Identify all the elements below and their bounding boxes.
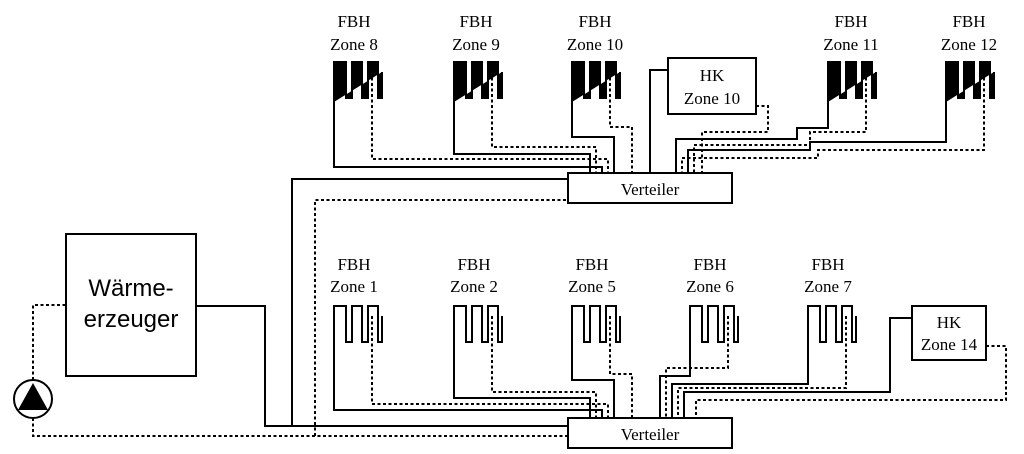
floor-heating-coils-bottom [333, 305, 857, 347]
zone-bottom-5-label: Zone 7 [804, 277, 852, 296]
zone-top-2-type: FBH [459, 12, 492, 31]
zone-bottom-1-label: Zone 1 [330, 277, 378, 296]
zone-bottom-3-label: Zone 5 [568, 277, 616, 296]
floor-heating-coil-zone-9 [454, 62, 502, 102]
top-supply-pipes [333, 69, 947, 173]
radiator-zone-label-14: Zone 14 [921, 335, 978, 354]
radiator-zone-label-10: Zone 10 [684, 89, 740, 108]
pump-icon [13, 379, 53, 419]
zone-top-1-type: FBH [337, 12, 370, 31]
zone-bottom-5-type: FBH [811, 255, 844, 274]
distributor-top-label: Verteiler [621, 180, 680, 199]
radiator-box-zone-14 [911, 305, 987, 361]
zone-top-5-label: Zone 12 [941, 35, 997, 54]
radiator-type-zone-14: HK [937, 313, 962, 332]
zone-bottom-2-label: Zone 2 [450, 277, 498, 296]
zone-top-3-type: FBH [578, 12, 611, 31]
floor-heating-coil-zone-10 [572, 62, 620, 102]
bottom-return-pipes [371, 316, 1007, 418]
zone-top-4-label: Zone 11 [823, 35, 879, 54]
zone-bottom-1-type: FBH [337, 255, 370, 274]
zone-top-5-type: FBH [952, 12, 985, 31]
zone-bottom-4-type: FBH [693, 255, 726, 274]
zone-bottom-4-label: Zone 6 [686, 277, 734, 296]
zone-bottom-3-type: FBH [575, 255, 608, 274]
bottom-supply-pipes [333, 317, 912, 418]
supply-line-main [196, 178, 568, 427]
radiator-type-zone-10: HK [700, 66, 725, 85]
zone-top-3-label: Zone 10 [567, 35, 623, 54]
floor-heating-coil-zone-11 [828, 62, 876, 102]
top-return-pipes [371, 72, 985, 173]
floor-heating-coil-zone-12 [946, 62, 994, 102]
distributor-bottom-label: Verteiler [621, 425, 680, 444]
distributor-bottom [567, 417, 733, 449]
zone-bottom-2-type: FBH [457, 255, 490, 274]
heat-generator-label-2: erzeuger [84, 306, 179, 333]
return-line-main [32, 199, 568, 437]
zone-top-2-label: Zone 9 [452, 35, 500, 54]
zone-top-1-label: Zone 8 [330, 35, 378, 54]
heat-generator-label-1: Wärme- [88, 275, 173, 302]
floor-heating-coil-zone-8 [334, 62, 382, 102]
zone-top-4-type: FBH [834, 12, 867, 31]
heat-generator-box [65, 233, 197, 377]
radiator-box-zone-10 [667, 57, 757, 115]
